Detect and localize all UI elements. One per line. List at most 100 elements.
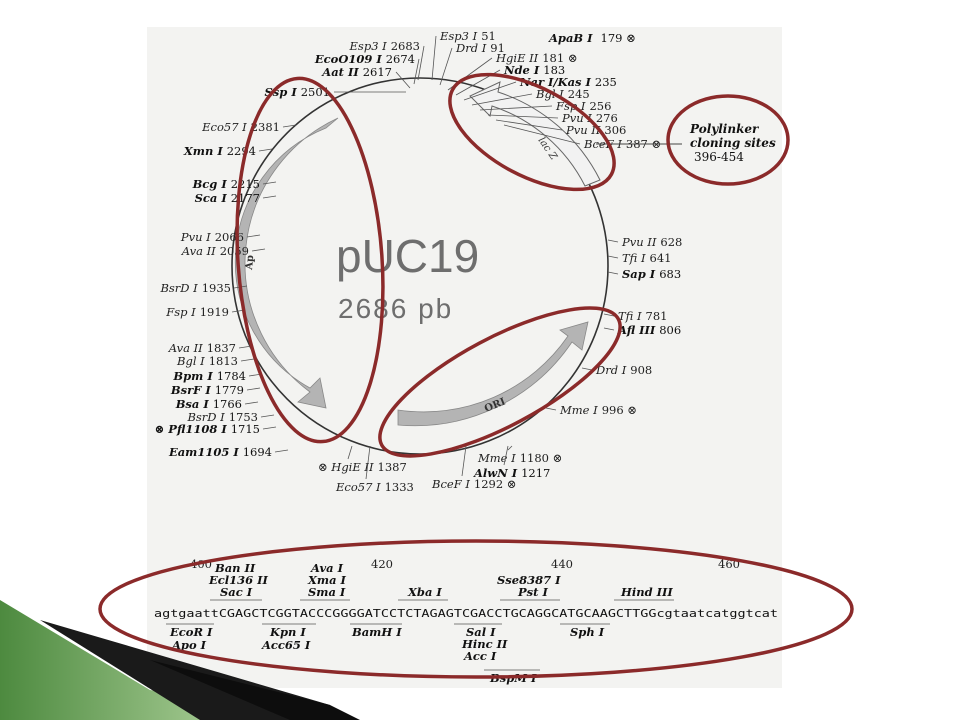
site-name: EcoO109 I: [314, 52, 382, 66]
site-sites_bottom-2-tick: [507, 445, 513, 451]
slide-subtitle: 2686 pb: [338, 293, 453, 324]
site-position: 1784: [217, 369, 246, 383]
site-position: 1753: [229, 410, 258, 424]
enzymes-below: EcoR I Apo I Kpn I Acc65 I BamH I Sal I …: [166, 623, 610, 685]
site-sites_top_left-0-tick: [417, 45, 425, 81]
site-position: 1779: [215, 383, 244, 397]
site-position: 245: [568, 87, 590, 101]
site-sites_left-2-tick: [262, 181, 277, 185]
site-position: 1292 ⊗: [474, 477, 517, 491]
site-name: Esp3 I: [349, 39, 388, 53]
site-position: 2066: [215, 230, 244, 244]
site-name: Mme I: [477, 451, 516, 465]
site-sites_top_right-5-tick: [471, 93, 533, 106]
polylinker-range: 396-454: [694, 150, 744, 164]
highlight-lacz: [448, 72, 616, 192]
site-position: 2059: [220, 244, 249, 258]
ap-gene-arrow: [234, 117, 339, 409]
site-position: 1766: [213, 397, 242, 411]
site-sites_left-6: BsrD I 1935: [159, 281, 231, 295]
site-name: BsrD I: [159, 281, 198, 295]
site-position: 996 ⊗: [602, 403, 637, 417]
site-name: Pvu I: [180, 230, 211, 244]
polylinker-title-line2: cloning sites: [690, 136, 776, 150]
site-position: 1387: [378, 460, 407, 474]
enz-ecl136: Ecl136 II: [208, 573, 269, 587]
site-position: 2215: [231, 177, 260, 191]
site-position: 806: [659, 323, 681, 337]
enz-sac1: Sac I: [220, 585, 253, 599]
site-name: Nde I: [503, 63, 540, 77]
site-apab-pos: 179 ⊗: [601, 31, 636, 45]
enz-sph1: Sph I: [570, 625, 605, 639]
site-sites_bottom-1-tick: [365, 445, 371, 480]
site-position: 1919: [200, 305, 229, 319]
ap-gene-label: Ap: [244, 255, 256, 272]
site-sites_bottom-2: Mme I 1180 ⊗: [477, 451, 562, 465]
site-sites_right-3-tick: [603, 313, 615, 317]
polylinker-sequence: agtgaattCGAGCTCGGTACCCGGGGATCCTCTAGAGTCG…: [154, 607, 778, 620]
site-apab: ApaB I 179 ⊗: [548, 31, 636, 45]
site-sites_top_right-1-tick: [439, 47, 453, 86]
site-position: 908: [630, 363, 652, 377]
site-position: 91: [490, 41, 505, 55]
site-position: 306: [604, 123, 626, 137]
enz-kpn1: Kpn I: [269, 625, 306, 639]
enz-apo1: Apo I: [171, 638, 207, 652]
site-sites_right-6-tick: [545, 407, 557, 411]
site-sites_top_left-1-tick: [413, 58, 420, 85]
highlight-ori: [378, 306, 622, 458]
site-position: 2177: [231, 191, 260, 205]
site-position: 2674: [386, 52, 415, 66]
site-sites_left-14-tick: [262, 426, 277, 430]
site-sites_right-1-tick: [607, 255, 619, 259]
site-name: AlwN I: [473, 466, 518, 480]
seq-pos-420: 420: [371, 557, 393, 571]
site-position: 51: [481, 29, 496, 43]
site-position: 1217: [521, 466, 550, 480]
ori-gene-arrow: [397, 321, 589, 427]
enz-acc1: Acc I: [463, 649, 497, 663]
site-sites_left-12-tick: [244, 401, 259, 405]
site-sites_left-15-tick: [274, 449, 289, 453]
site-position: 2683: [391, 39, 420, 53]
site-position: 2294: [227, 144, 256, 158]
site-name: Ava II: [168, 341, 203, 355]
site-name: Bgl I: [176, 354, 205, 368]
site-sites_right-4-tick: [603, 327, 615, 331]
site-position: 1180 ⊗: [520, 451, 563, 465]
site-sites_top_left-2-tick: [395, 71, 411, 89]
enz-sal1: Sal I: [466, 625, 496, 639]
highlight-ap: [235, 76, 385, 444]
site-position: 1935: [202, 281, 231, 295]
site-sites_top_right-9-tick: [503, 124, 581, 145]
highlights: [98, 72, 854, 679]
seq-pos-440: 440: [551, 557, 573, 571]
site-name: Esp3 I: [439, 29, 478, 43]
site-sites_bottom-4-tick: [461, 445, 467, 477]
site-sites_right-0-tick: [607, 239, 619, 243]
site-position: 1715: [231, 422, 260, 436]
enz-acc65: Acc65 I: [261, 638, 311, 652]
enz-xma1: Xma I: [307, 573, 347, 587]
site-position: 2617: [363, 65, 392, 79]
highlight-sequence: [98, 539, 854, 679]
site-position: 2381: [251, 120, 280, 134]
